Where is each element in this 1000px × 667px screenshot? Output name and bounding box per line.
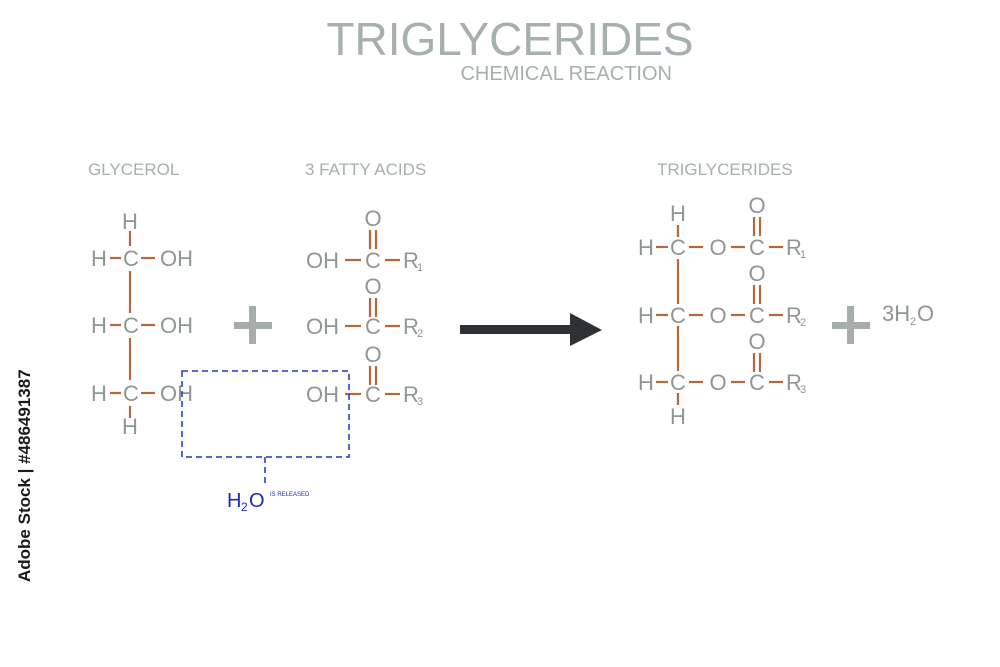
reaction-arrow bbox=[460, 313, 602, 346]
water-note: IS RELEASED bbox=[270, 492, 310, 498]
atom-h: H bbox=[91, 313, 107, 338]
atom-c: C bbox=[123, 381, 139, 406]
atom-c: C bbox=[670, 235, 686, 260]
atom-oh: OH bbox=[306, 314, 339, 339]
water-subscript: 2 bbox=[910, 316, 916, 328]
atom-oh: OH bbox=[160, 246, 193, 271]
triglycerides-label: TRIGLYCERIDES bbox=[657, 160, 793, 179]
atom-oh: OH bbox=[160, 313, 193, 338]
atom-oh: OH bbox=[160, 381, 193, 406]
triglyceride-molecule: H H H C O C R 1 O H C O C R 2 O H bbox=[638, 193, 806, 429]
atom-c: C bbox=[123, 313, 139, 338]
atom-r: R bbox=[786, 235, 802, 260]
atom-c: C bbox=[365, 314, 381, 339]
atom-oh: OH bbox=[306, 248, 339, 273]
atom-r: R bbox=[786, 303, 802, 328]
fatty-acids-molecule: O OH C R 1 O OH C R 2 O OH C R 3 bbox=[306, 206, 423, 408]
atom-h: H bbox=[638, 370, 654, 395]
fatty-acids-label: 3 FATTY ACIDS bbox=[305, 160, 426, 179]
atom-c: C bbox=[670, 303, 686, 328]
r-subscript: 3 bbox=[417, 396, 423, 408]
atom-o: O bbox=[748, 329, 765, 354]
atom-r: R bbox=[403, 382, 419, 407]
atom-h: H bbox=[122, 209, 138, 234]
stock-watermark: Adobe Stock | #486491387 bbox=[15, 369, 34, 582]
atom-h: H bbox=[670, 201, 686, 226]
atom-c: C bbox=[749, 370, 765, 395]
atom-h: H bbox=[91, 381, 107, 406]
atom-r: R bbox=[786, 370, 802, 395]
water-released-label: H 2 O IS RELEASED bbox=[227, 490, 310, 514]
atom-o: O bbox=[748, 261, 765, 286]
atom-r: R bbox=[403, 248, 419, 273]
atom-c: C bbox=[123, 246, 139, 271]
subtitle: CHEMICAL REACTION bbox=[460, 63, 672, 85]
r-subscript: 1 bbox=[417, 262, 423, 274]
atom-o: O bbox=[364, 342, 381, 367]
atom-c: C bbox=[670, 370, 686, 395]
atom-r: R bbox=[403, 314, 419, 339]
water-h: H bbox=[227, 490, 241, 512]
r-subscript: 3 bbox=[800, 384, 806, 396]
atom-o: O bbox=[709, 303, 726, 328]
main-title: TRIGLYCERIDES bbox=[326, 13, 693, 65]
glycerol-molecule: H H C OH H C OH H C OH H bbox=[91, 209, 193, 439]
atom-h: H bbox=[91, 246, 107, 271]
plus-sign bbox=[234, 306, 272, 344]
r-subscript: 1 bbox=[800, 249, 806, 261]
atom-oh: OH bbox=[306, 382, 339, 407]
r-subscript: 2 bbox=[417, 328, 423, 340]
atom-o: O bbox=[364, 274, 381, 299]
atom-o: O bbox=[364, 206, 381, 231]
atom-c: C bbox=[365, 382, 381, 407]
atom-h: H bbox=[122, 414, 138, 439]
atom-h: H bbox=[638, 303, 654, 328]
atom-c: C bbox=[749, 235, 765, 260]
atom-c: C bbox=[365, 248, 381, 273]
water-product: 3H 2 O bbox=[882, 301, 934, 328]
glycerol-label: GLYCEROL bbox=[88, 160, 179, 179]
water-o: O bbox=[917, 301, 934, 326]
water-coef: 3H bbox=[882, 301, 910, 326]
water-subscript: 2 bbox=[241, 500, 248, 514]
r-subscript: 2 bbox=[800, 317, 806, 329]
atom-o: O bbox=[709, 235, 726, 260]
atom-h: H bbox=[638, 235, 654, 260]
atom-c: C bbox=[749, 303, 765, 328]
atom-h: H bbox=[670, 404, 686, 429]
atom-o: O bbox=[709, 370, 726, 395]
water-release-highlight bbox=[181, 370, 350, 487]
plus-sign bbox=[832, 306, 870, 344]
atom-o: O bbox=[748, 193, 765, 218]
water-o: O bbox=[249, 490, 265, 512]
